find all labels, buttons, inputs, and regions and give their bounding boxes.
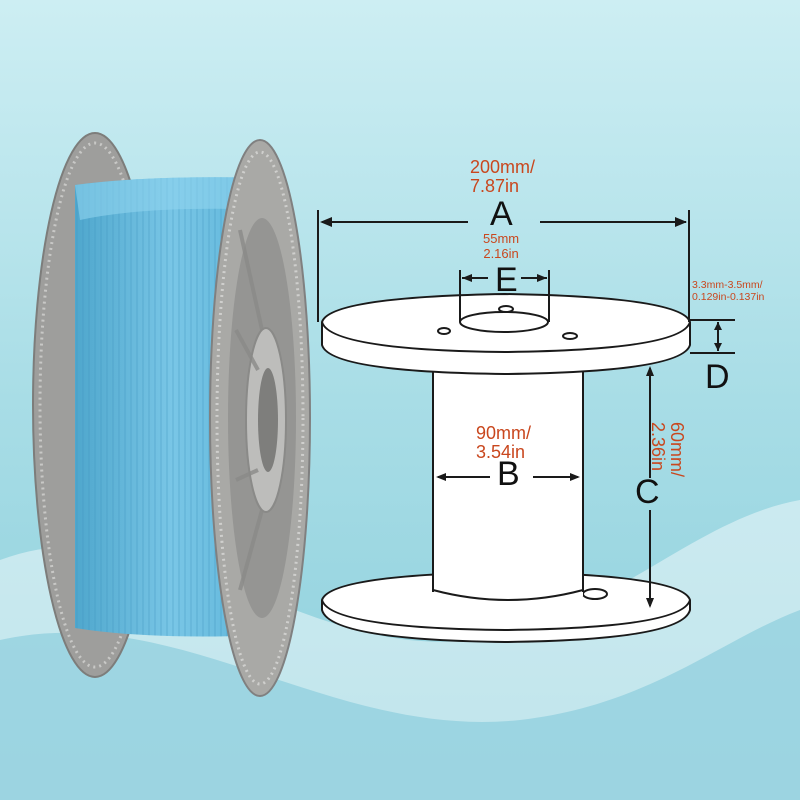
dimension-d-metric: 3.3mm-3.5mm/ <box>692 279 763 291</box>
dimension-c-metric: 60mm/ <box>667 422 687 478</box>
dimension-e-imperial: 2.16in <box>483 246 519 261</box>
dimension-a-imperial: 7.87in <box>470 176 520 196</box>
dimension-e-metric: 55mm <box>483 231 520 246</box>
dimension-b-value: 90mm/ 3.54in <box>476 424 531 462</box>
dimension-b-imperial: 3.54in <box>476 442 526 462</box>
dimension-e-letter: E <box>495 261 518 299</box>
dimension-lines <box>317 210 735 608</box>
dimension-b-letter: B <box>497 455 520 493</box>
spool-diagram <box>321 292 691 644</box>
dimension-a-letter: A <box>490 195 513 233</box>
dimension-d-value: 3.3mm-3.5mm/ 0.129in-0.137in <box>692 279 764 303</box>
background-wave-lower <box>0 610 800 800</box>
dimension-e-value: 55mm 2.16in <box>483 231 519 261</box>
dimension-c-value: 60mm/ 2.36in <box>648 422 687 478</box>
barrel <box>433 348 583 596</box>
center-hole <box>459 311 549 333</box>
dimension-d-letter: D <box>705 358 730 396</box>
dimension-b-metric: 90mm/ <box>476 423 532 443</box>
spool-photo <box>32 132 311 697</box>
dimension-c-letter: C <box>635 473 660 511</box>
dimension-c-imperial: 2.36in <box>648 422 668 472</box>
top-flange <box>321 292 691 376</box>
dimension-a-metric: 200mm/ <box>470 157 536 177</box>
dimension-a-value: 200mm/ 7.87in <box>470 158 535 196</box>
dimension-d-imperial: 0.129in-0.137in <box>692 291 765 303</box>
